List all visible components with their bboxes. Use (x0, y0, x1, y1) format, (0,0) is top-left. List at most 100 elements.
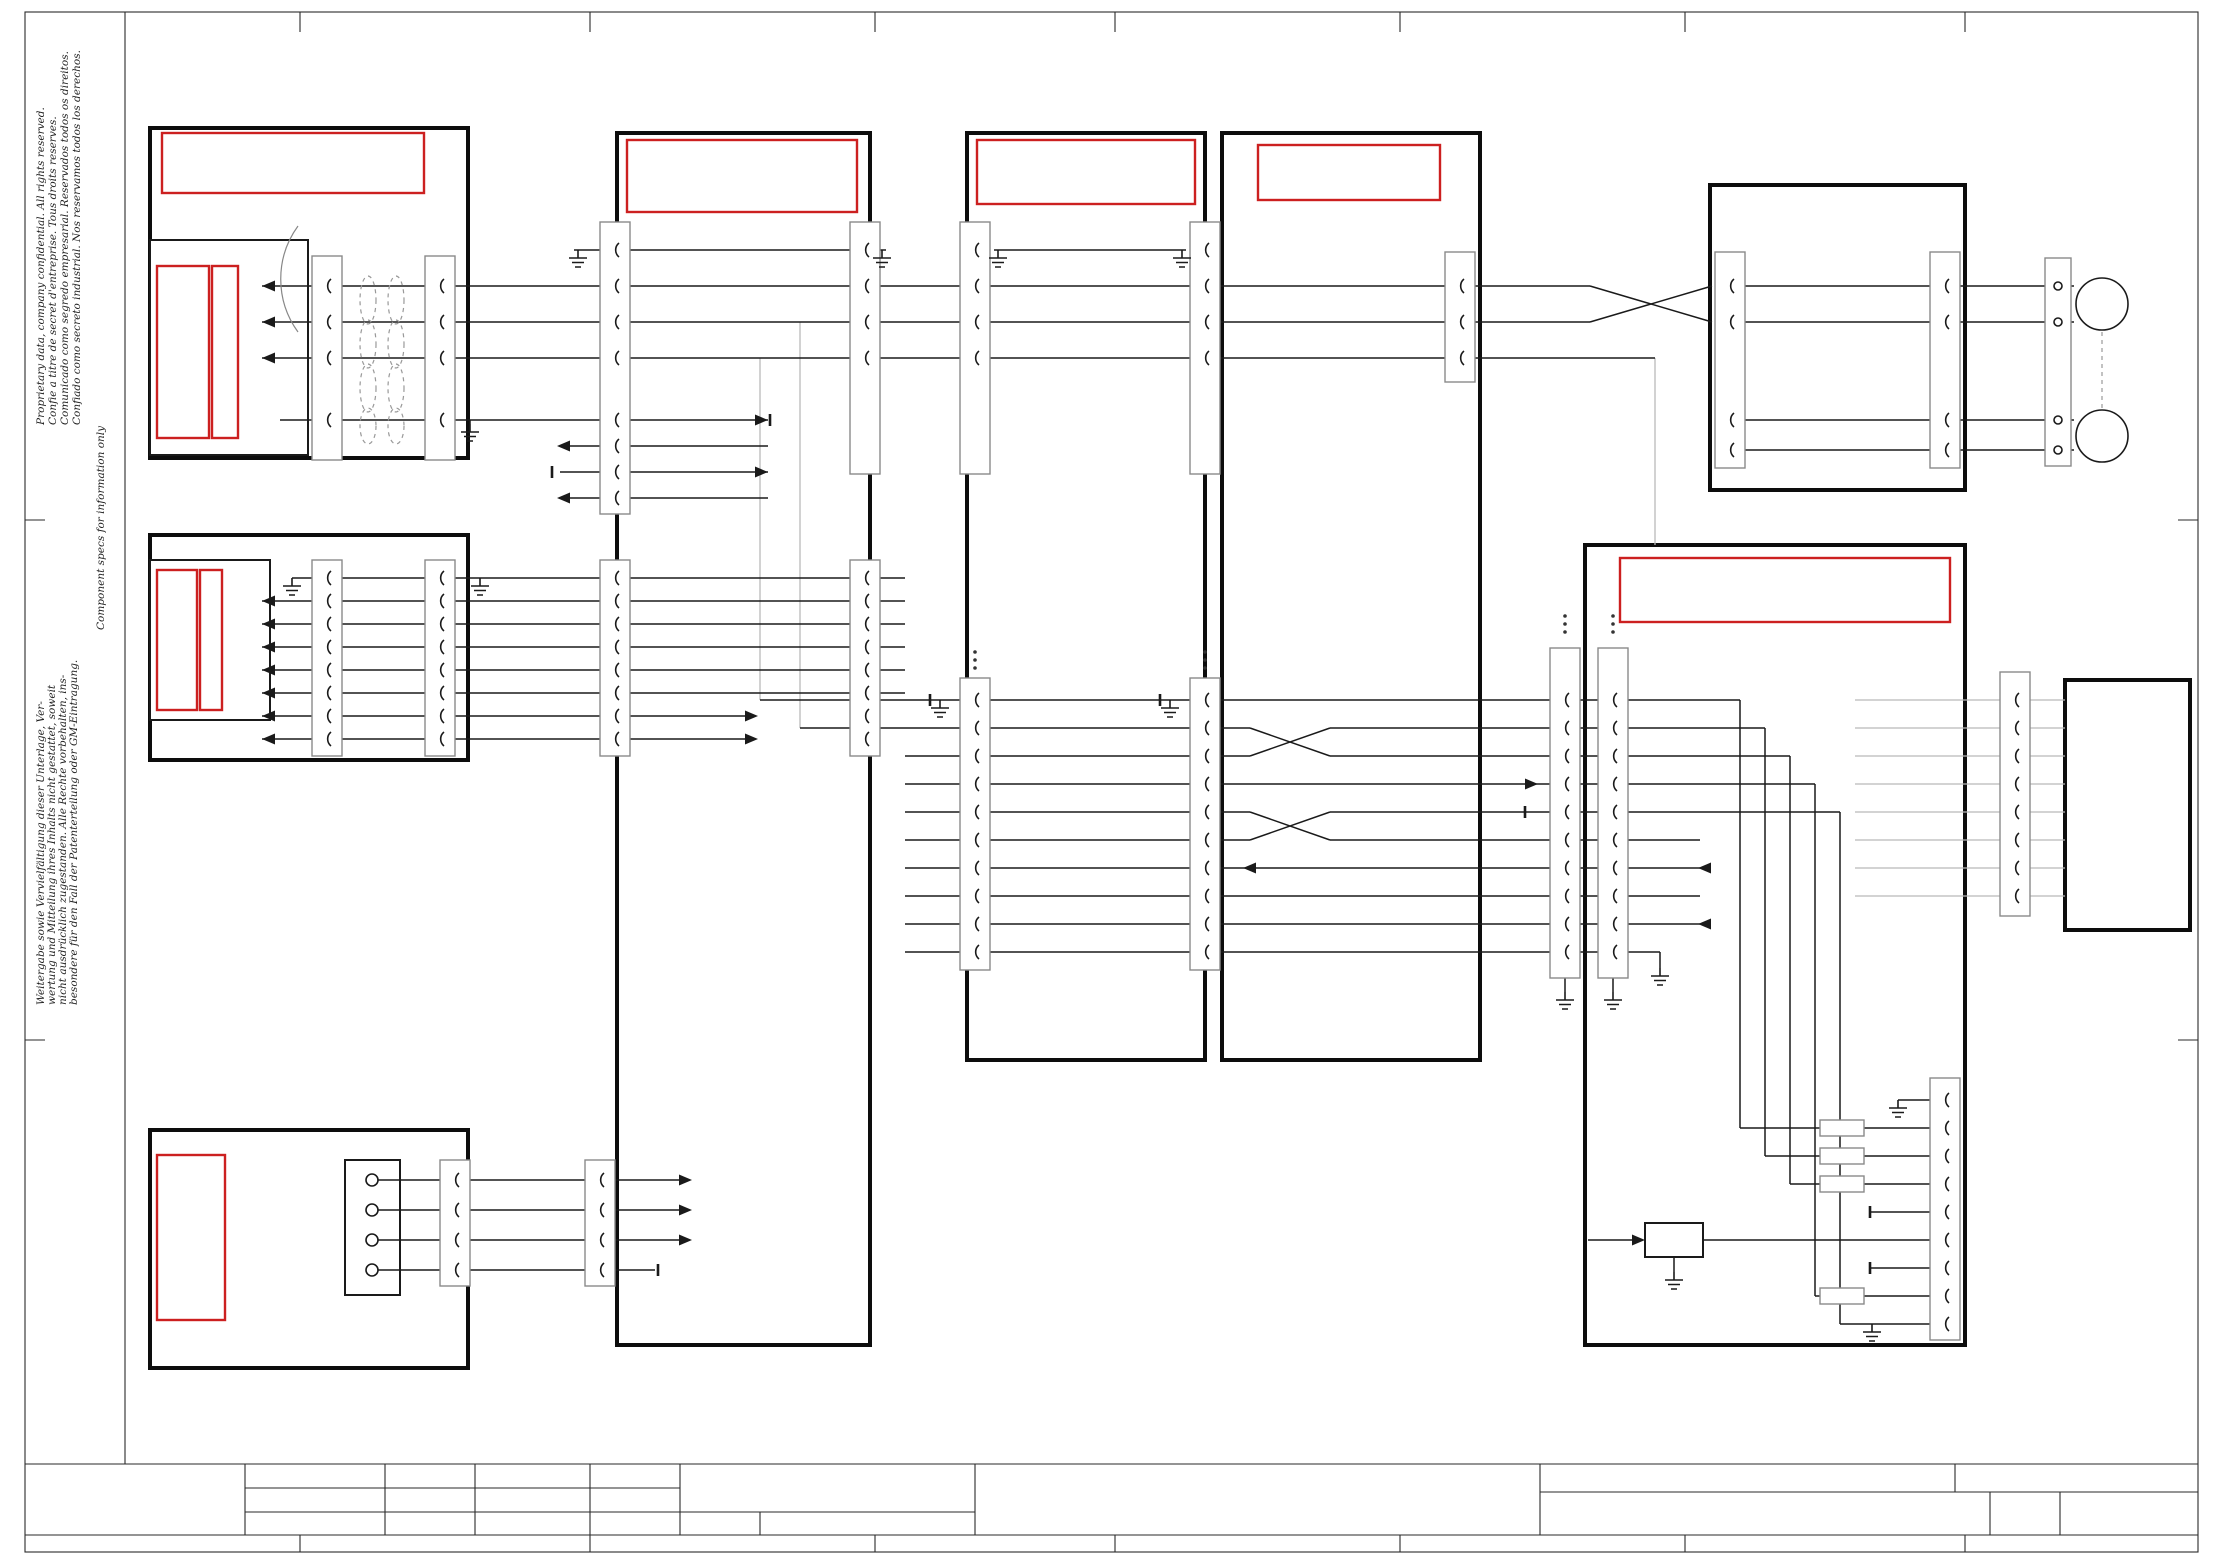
terminal-bullet-4 (2053, 445, 2063, 455)
wire-bus-top-arrows (280, 419, 768, 499)
german-line-2: wertung und Mitteilung ihres Inhalts nic… (46, 684, 58, 1005)
ground-icon (1172, 249, 1192, 268)
ground-icon (930, 699, 950, 718)
module-center-3 (1220, 131, 1482, 1062)
arrow-right-icon (745, 710, 758, 722)
pin-arcs-top (326, 242, 1950, 506)
connector-circle-3 (365, 1233, 379, 1247)
connector-strip-b1 (439, 1159, 471, 1287)
connector-circle-4 (365, 1263, 379, 1277)
ground-icon (1160, 699, 1180, 718)
speaker-icon (2075, 409, 2129, 463)
component-note-line: Component specs for information only (95, 425, 107, 630)
module-center-2 (965, 131, 1207, 1062)
connector-strip-s8 (1714, 251, 1746, 469)
red-component-1a (155, 264, 211, 440)
connector-strip-s7 (1444, 251, 1476, 383)
arrow-right-icon (1525, 778, 1538, 790)
speaker-icon (2075, 277, 2129, 331)
inline-resistor-3 (1819, 1175, 1865, 1193)
inline-resistor-4 (1819, 1287, 1865, 1305)
wire-crossover-center (1249, 727, 1331, 841)
pin-arcs-center (974, 692, 2020, 960)
ground-icon (470, 577, 490, 596)
arrow-right-icon (755, 466, 768, 478)
inline-resistor-1 (1819, 1119, 1865, 1137)
pin-arcs-mid-left (326, 570, 870, 747)
terminator-ticks (550, 414, 1872, 1276)
ground-icon (1650, 967, 1670, 986)
label-box-3 (975, 138, 1197, 206)
red-component-2a (155, 568, 199, 712)
terminal-bullet-2 (2053, 317, 2063, 327)
connector-strip-s10 (2044, 257, 2072, 467)
ground-icon (1603, 991, 1623, 1010)
margin-note-proprietary: Proprietary data, company confidential. … (35, 50, 83, 426)
terminal-bullet-1 (2053, 281, 2063, 291)
module-right-main (1583, 543, 1967, 1347)
inline-resistor-2 (1819, 1147, 1865, 1165)
wire-bus-far-right (1855, 699, 2065, 897)
red-component-2b (198, 568, 224, 712)
red-component-3 (155, 1153, 227, 1322)
cable-sheath-arc (280, 225, 299, 333)
wire-crossover-top-right (1589, 285, 1713, 323)
wire-bottom-right-feeds (1588, 1099, 1930, 1269)
connector-strip-ml3 (599, 559, 631, 757)
arrow-right-icon (679, 1204, 692, 1216)
connector-strip-s6 (1189, 221, 1221, 475)
label-box-2 (625, 138, 859, 214)
zone-ticks-bottom (299, 1535, 1966, 1552)
ground-icon (988, 249, 1008, 268)
german-line-3: nicht ausdrücklich zugestanden. Alle Rec… (57, 674, 69, 1005)
connector-strip-s5 (959, 221, 991, 475)
label-box-4 (1256, 143, 1442, 202)
arrow-right-icon (755, 414, 768, 426)
label-box-1 (160, 131, 426, 195)
proprietary-line-4: Confiado como secreto industrial. Nos re… (71, 50, 83, 425)
module-outlines (148, 126, 2192, 1370)
red-label-boxes (155, 131, 1952, 1322)
arrow-left-icon (1698, 862, 1711, 874)
module-far-right-box (2063, 678, 2192, 932)
wire-bus-bottom-left (378, 1179, 688, 1271)
wire-speaker-feeds (1718, 285, 2074, 451)
zone-ticks-top (299, 12, 1966, 32)
component-box-bottom-left (344, 1159, 401, 1296)
ground-icon (568, 249, 588, 268)
connector-strip-ml4 (849, 559, 881, 757)
margin-note-component: Component specs for information only (95, 425, 107, 630)
connector-strip-s9 (1929, 251, 1961, 469)
wire-buses (262, 249, 2074, 1325)
zone-ticks-sides (25, 519, 2198, 1041)
arrow-left-icon (557, 440, 570, 452)
connector-strips (311, 221, 2072, 1341)
proprietary-line-3: Comunicado como segredo empresarial. Res… (59, 51, 71, 425)
connector-strip-ml1 (311, 559, 343, 757)
arrow-left-icon (1243, 862, 1256, 874)
ground-icon (282, 577, 302, 596)
connector-strip-c2 (1189, 677, 1221, 971)
arrow-left-icon (1698, 918, 1711, 930)
arrow-right-icon (679, 1174, 692, 1186)
connector-strip-r3 (1999, 671, 2031, 917)
ground-symbols (282, 249, 1908, 1342)
german-line-1: Weitergabe sowie Vervielfältigung dieser… (35, 701, 47, 1005)
connector-strip-c1 (959, 677, 991, 971)
connector-strip-s3 (599, 221, 631, 515)
wire-bus-mid-left (262, 577, 905, 740)
speaker-symbols (2075, 277, 2129, 463)
wire-bus-center-main (760, 699, 1930, 1325)
continuation-dots (973, 614, 1615, 670)
ground-icon (1862, 1323, 1882, 1342)
wire-gray-verticals (759, 322, 2065, 897)
red-component-1b (210, 264, 240, 440)
proprietary-line-1: Proprietary data, company confidential. … (35, 107, 47, 426)
wire-bus-top-trio (262, 285, 1655, 359)
small-components (365, 281, 2063, 1305)
small-device-box (1644, 1222, 1704, 1258)
connector-strip-bottom-right (1929, 1077, 1961, 1341)
title-block (25, 1463, 2198, 1536)
terminal-bullet-3 (2053, 415, 2063, 425)
connector-circle-1 (365, 1173, 379, 1187)
